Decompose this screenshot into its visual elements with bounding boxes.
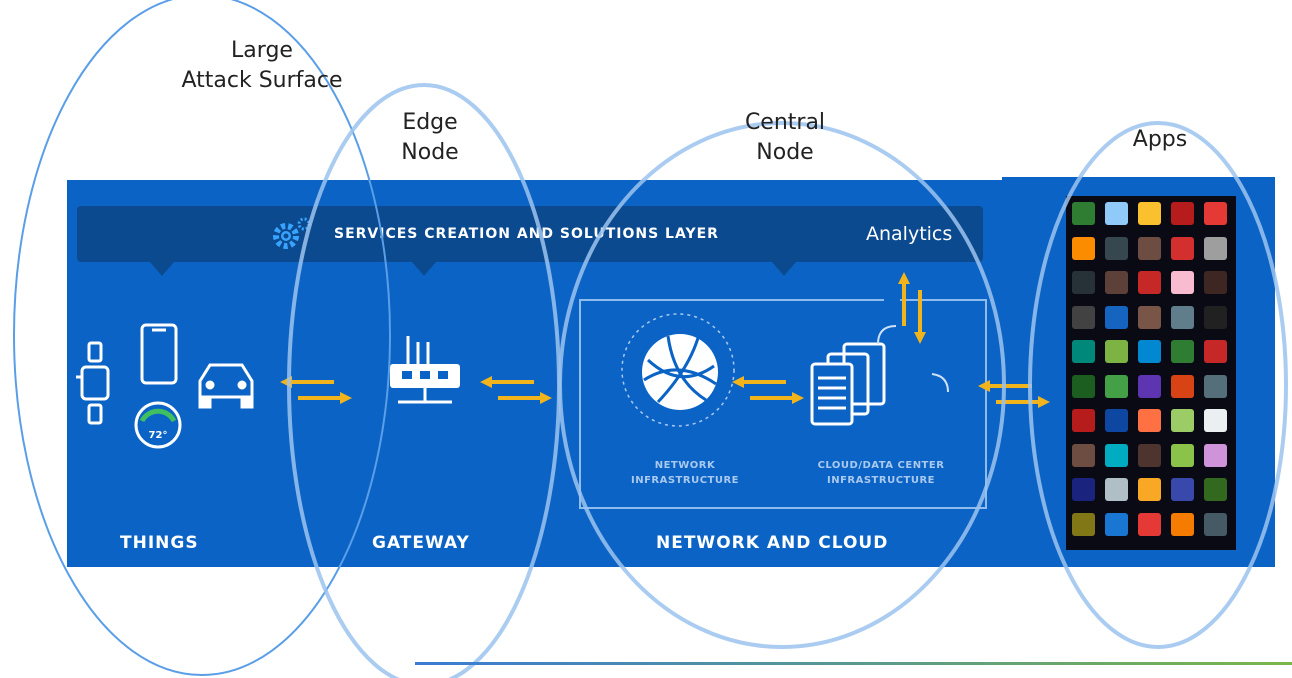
app-icon	[1204, 443, 1227, 467]
banner-pointer-cloud	[772, 262, 796, 276]
server-stack-icon	[810, 342, 886, 426]
app-icon	[1105, 512, 1128, 536]
gateway-label: GATEWAY	[372, 533, 470, 553]
app-icon	[1204, 478, 1227, 501]
app-icon	[1105, 374, 1128, 398]
central-node-ellipse	[558, 121, 1006, 649]
app-icon	[1105, 478, 1128, 501]
app-icon	[1171, 409, 1194, 432]
attack-surface-ellipse	[13, 0, 391, 676]
app-icon	[1072, 374, 1095, 398]
app-icon	[1204, 236, 1227, 260]
smartwatch-icon	[76, 341, 110, 425]
app-icon	[1138, 374, 1161, 398]
app-icon	[1138, 202, 1161, 225]
edge-node-caption: Edge Node	[401, 110, 459, 165]
app-icon	[1072, 236, 1095, 260]
app-icon	[1204, 202, 1227, 225]
app-icon	[1072, 409, 1095, 432]
app-icon	[1105, 305, 1128, 329]
app-icon	[1138, 236, 1161, 260]
app-icon	[1138, 271, 1161, 294]
app-icon	[1171, 374, 1194, 398]
app-icon	[1072, 202, 1095, 225]
car-icon	[198, 363, 254, 409]
app-icon	[1204, 340, 1227, 363]
central-node-caption: Central Node	[744, 110, 826, 165]
app-icon	[1171, 271, 1194, 294]
things-icons	[76, 323, 254, 449]
network-and-cloud-label: NETWORK AND CLOUD	[656, 533, 889, 553]
app-icon	[1204, 512, 1227, 536]
app-icon	[1105, 443, 1128, 467]
app-icon	[1171, 512, 1194, 536]
app-icon	[1171, 478, 1194, 501]
app-icon	[1105, 271, 1128, 294]
app-icon	[1138, 409, 1161, 432]
app-icon	[1171, 443, 1194, 467]
things-label: THINGS	[120, 533, 199, 553]
thermostat-icon	[134, 401, 182, 449]
app-icon	[1171, 340, 1194, 363]
app-icon	[1138, 443, 1161, 467]
app-icon	[1138, 512, 1161, 536]
globe-icon	[621, 313, 735, 427]
app-icon	[1204, 271, 1227, 294]
app-icon	[1072, 512, 1095, 536]
app-icon	[1138, 305, 1161, 329]
edge-node-ellipse	[287, 83, 561, 678]
cloud-infrastructure-label: CLOUD/DATA CENTER INFRASTRUCTURE	[817, 460, 945, 486]
services-layer-banner	[77, 206, 983, 262]
app-icon	[1072, 305, 1095, 329]
app-icon	[1105, 236, 1128, 260]
app-icon	[1138, 340, 1161, 363]
network-infrastructure-label: NETWORK INFRASTRUCTURE	[630, 460, 739, 486]
app-icon	[1072, 443, 1095, 467]
analytics-label: Analytics	[866, 223, 953, 245]
app-icon	[1171, 236, 1194, 260]
app-icon	[1171, 305, 1194, 329]
app-icon	[1072, 271, 1095, 294]
banner-pointer-gateway	[412, 262, 436, 276]
app-icon	[1105, 409, 1128, 432]
app-icon	[1138, 478, 1161, 501]
thermostat-reading: 72°	[148, 430, 168, 441]
app-icon	[1204, 374, 1227, 398]
app-icon	[1204, 409, 1227, 432]
banner-title: SERVICES CREATION AND SOLUTIONS LAYER	[334, 226, 719, 242]
app-icon	[1171, 202, 1194, 225]
router-icon	[390, 336, 460, 404]
banner-pointer-things	[150, 262, 174, 276]
smartphone-icon	[140, 323, 178, 385]
app-icon	[1105, 340, 1128, 363]
app-icon	[1204, 305, 1227, 329]
apps-caption: Apps	[1132, 127, 1188, 152]
app-icon	[1072, 340, 1095, 363]
app-icon-grid	[1066, 196, 1236, 550]
large-attack-surface-caption: Large Attack Surface	[181, 38, 343, 93]
app-icon	[1105, 202, 1128, 225]
apps-ellipse	[1028, 121, 1288, 649]
footer-divider	[415, 662, 1292, 665]
app-icon	[1072, 478, 1095, 501]
